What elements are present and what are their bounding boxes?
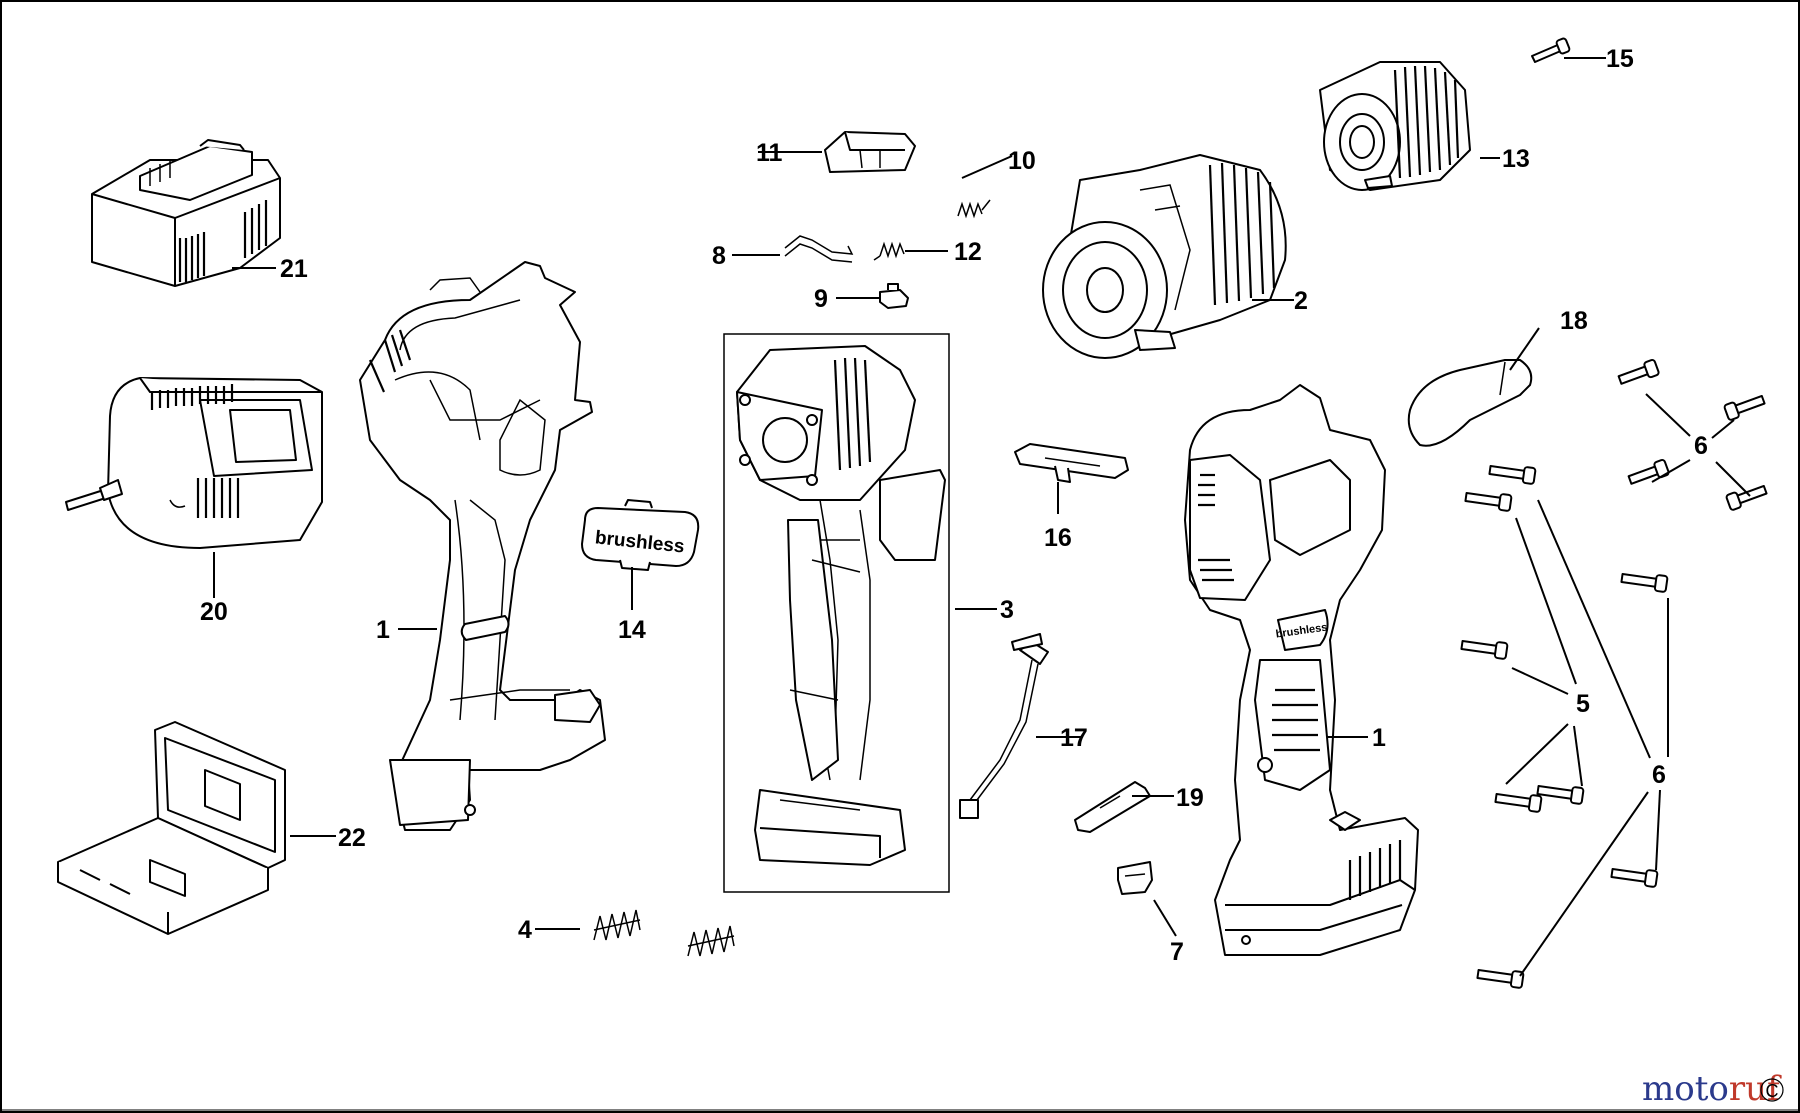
small-spring-12-part	[873, 241, 905, 261]
callout-1-right: 1	[1372, 724, 1386, 752]
callout-12: 12	[954, 238, 982, 266]
watermark-part2: ruf	[1729, 1069, 1782, 1109]
callout-5: 5	[1576, 690, 1590, 718]
callout-17: 17	[1060, 724, 1088, 752]
lock-part	[1117, 861, 1153, 895]
clip-part	[784, 235, 854, 263]
assembled-drill-part: brushless	[1184, 384, 1419, 956]
callout-7: 7	[1170, 938, 1184, 966]
callout-21: 21	[280, 255, 308, 283]
housing-half-left-part	[359, 261, 606, 831]
watermark-part1: moto	[1642, 1069, 1729, 1109]
battery-pack-part	[91, 139, 281, 287]
callout-4: 4	[518, 916, 532, 944]
small-spring-10-part	[957, 199, 991, 219]
callout-6-lower: 6	[1652, 761, 1666, 789]
callout-2: 2	[1294, 287, 1308, 315]
callout-3: 3	[1000, 596, 1014, 624]
screws-5-6-lower-part	[1460, 465, 1669, 989]
callout-10: 10	[1008, 147, 1036, 175]
callout-22: 22	[338, 824, 366, 852]
screwdriver-bit-part	[1074, 781, 1151, 833]
leader-lines	[213, 57, 1751, 977]
spring-4-part	[593, 909, 735, 957]
callout-16: 16	[1044, 524, 1072, 552]
callout-20: 20	[200, 598, 228, 626]
svg-text:motoruf: motoruf	[1642, 1069, 1782, 1109]
brushless-badge-part: brushless	[581, 499, 700, 571]
callout-13: 13	[1502, 145, 1530, 173]
callout-15: 15	[1606, 45, 1634, 73]
callout-9: 9	[814, 285, 828, 313]
callout-19: 19	[1176, 784, 1204, 812]
callout-14: 14	[618, 616, 646, 644]
belt-clip-part	[1014, 443, 1129, 483]
motor-switch-assembly-part	[723, 333, 950, 893]
callout-labels: 1 1 2 3 4 5 6 6 7 8 9 10 11 12 13 14 15 …	[200, 45, 1708, 966]
bit-bag-part	[1407, 359, 1533, 447]
callout-6-upper: 6	[1694, 432, 1708, 460]
screw-15-part	[1531, 37, 1571, 63]
kit-box-part	[57, 721, 286, 935]
callout-1-left: 1	[376, 616, 390, 644]
charger-part	[65, 377, 323, 549]
watermark: motoruf C	[1642, 1069, 1784, 1109]
forward-reverse-button-part	[824, 131, 916, 173]
screws-6-upper-part	[1617, 358, 1768, 511]
callout-11: 11	[756, 139, 783, 167]
wire-harness-part	[959, 633, 1049, 819]
chuck-part	[1319, 61, 1471, 191]
pin-part	[879, 283, 909, 309]
callout-8: 8	[712, 242, 726, 270]
callout-18: 18	[1560, 307, 1588, 335]
watermark-suffix: C	[1766, 1081, 1779, 1101]
gearbox-part	[1042, 154, 1287, 359]
